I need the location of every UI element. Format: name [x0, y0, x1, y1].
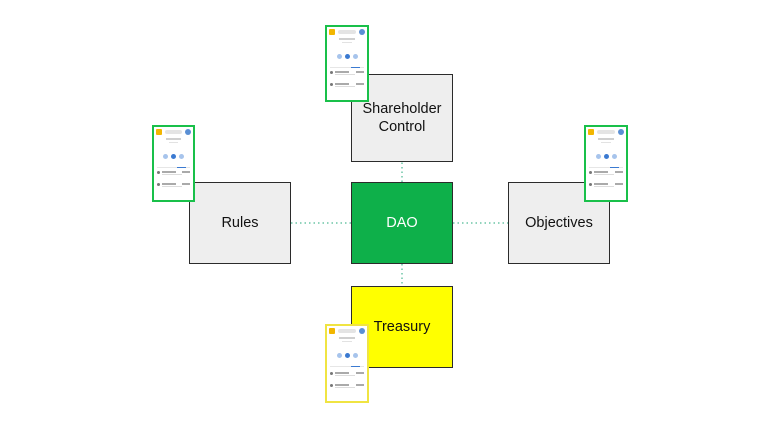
objectives-label: Objectives: [525, 214, 593, 231]
shareholder-control-label: Shareholder Control: [363, 100, 442, 136]
avatar-icon: [359, 328, 365, 334]
dao-label: DAO: [386, 214, 418, 231]
app-logo-icon: [329, 29, 335, 35]
shareholder-label-line1: Shareholder: [362, 100, 442, 117]
rules-node: Rules: [189, 182, 291, 264]
shareholder-label-line2: Control: [378, 119, 426, 135]
app-logo-icon: [588, 129, 594, 135]
wallet-screenshot-thumbnail-top: [325, 25, 369, 102]
treasury-label: Treasury: [373, 318, 431, 335]
wallet-screenshot-thumbnail-left: [152, 125, 195, 202]
app-logo-icon: [156, 129, 162, 135]
avatar-icon: [359, 29, 365, 35]
wallet-screenshot-thumbnail-bottom: [325, 324, 369, 403]
rules-label: Rules: [221, 214, 259, 231]
dao-node: DAO: [351, 182, 453, 264]
avatar-icon: [618, 129, 624, 135]
avatar-icon: [185, 129, 191, 135]
app-logo-icon: [329, 328, 335, 334]
wallet-screenshot-thumbnail-right: [584, 125, 628, 202]
